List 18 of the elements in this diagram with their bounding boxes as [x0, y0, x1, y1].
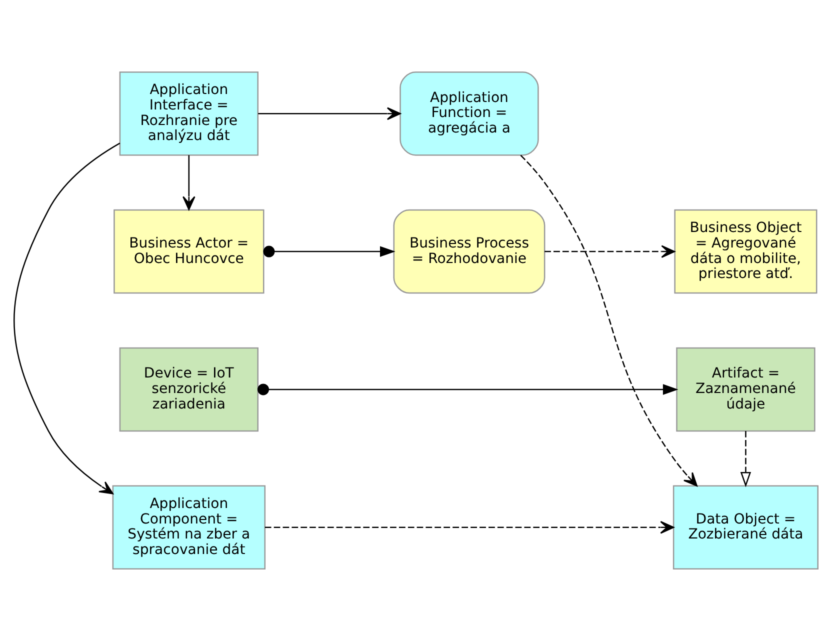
node-box: Application Interface = Rozhranie pre analýzu dát [118, 70, 258, 156]
arrow [257, 383, 678, 395]
arrow [12, 142, 120, 494]
node-box: Business Process = Rozhodovanie [392, 208, 545, 294]
arrow [264, 520, 674, 534]
node-box: Data Object = Zozbierané dáta [672, 484, 818, 570]
arrow [258, 106, 400, 120]
arrow [182, 154, 195, 210]
node-box: Artifact = Zaznamenané údaje [676, 346, 815, 432]
node-box: Application Function = agregácia a [399, 70, 538, 156]
arrow [520, 154, 697, 486]
arrow [544, 244, 675, 258]
node-box: Device = IoT senzorické zariadenia [118, 346, 258, 432]
node-box: Business Actor = Obec Huncovce [113, 208, 264, 294]
node-box: Application Component = Systém na zber a spracovanie dát [112, 484, 266, 570]
arrow [740, 430, 751, 487]
node-box: Business Object = Agregované dáta o mobilite, priestore atď. [674, 208, 817, 294]
arrow [262, 245, 395, 257]
